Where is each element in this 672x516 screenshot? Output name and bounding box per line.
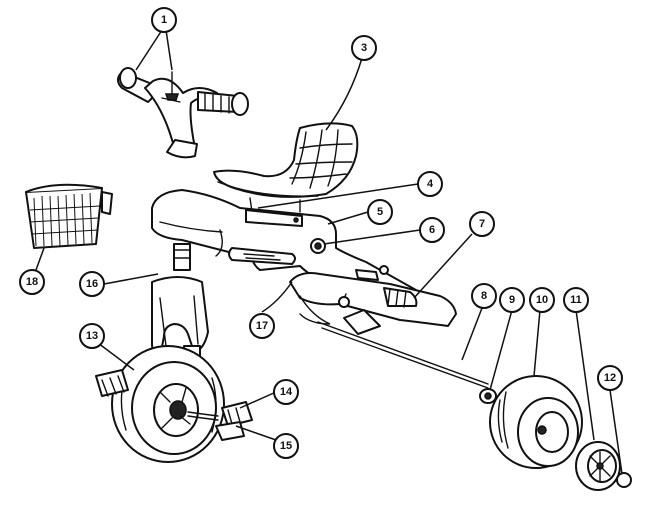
callout-17: 17 — [249, 313, 275, 339]
callout-label: 5 — [377, 206, 383, 218]
callout-1: 1 — [151, 7, 177, 33]
callout-label: 1 — [161, 14, 167, 26]
front-wheel — [95, 345, 225, 463]
callout-14: 14 — [273, 379, 299, 405]
callout-4: 4 — [417, 171, 443, 197]
callout-label: 16 — [86, 278, 98, 290]
handlebar-assembly — [117, 67, 249, 159]
callout-13: 13 — [79, 323, 105, 349]
callout-label: 6 — [429, 224, 435, 236]
callout-18: 18 — [19, 269, 45, 295]
callout-11: 11 — [563, 287, 589, 313]
callout-label: 17 — [256, 320, 268, 332]
callout-3: 3 — [351, 35, 377, 61]
hub-cap — [575, 441, 632, 491]
front-fork — [151, 243, 209, 359]
callout-label: 7 — [479, 218, 485, 230]
callout-label: 3 — [361, 42, 367, 54]
callout-label: 10 — [536, 294, 548, 306]
callout-label: 18 — [26, 276, 38, 288]
callout-label: 12 — [604, 372, 616, 384]
callout-9: 9 — [499, 287, 525, 313]
callout-label: 9 — [509, 294, 515, 306]
callout-5: 5 — [367, 199, 393, 225]
callout-label: 4 — [427, 178, 434, 190]
callout-label: 8 — [481, 290, 487, 302]
callout-10: 10 — [529, 287, 555, 313]
callout-15: 15 — [273, 433, 299, 459]
callout-8: 8 — [471, 283, 497, 309]
rear-axle — [317, 321, 497, 404]
callout-label: 11 — [570, 294, 582, 306]
callout-label: 13 — [86, 330, 98, 342]
callout-label: 15 — [280, 440, 292, 452]
seat — [213, 122, 359, 213]
callout-label: 14 — [280, 386, 293, 398]
basket — [25, 183, 113, 249]
callout-12: 12 — [597, 365, 623, 391]
callout-7: 7 — [469, 211, 495, 237]
rear-wheel — [489, 375, 583, 469]
callout-6: 6 — [419, 217, 445, 243]
callout-leader-lines — [35, 29, 623, 475]
callout-16: 16 — [79, 271, 105, 297]
tricycle-frame — [151, 189, 457, 335]
